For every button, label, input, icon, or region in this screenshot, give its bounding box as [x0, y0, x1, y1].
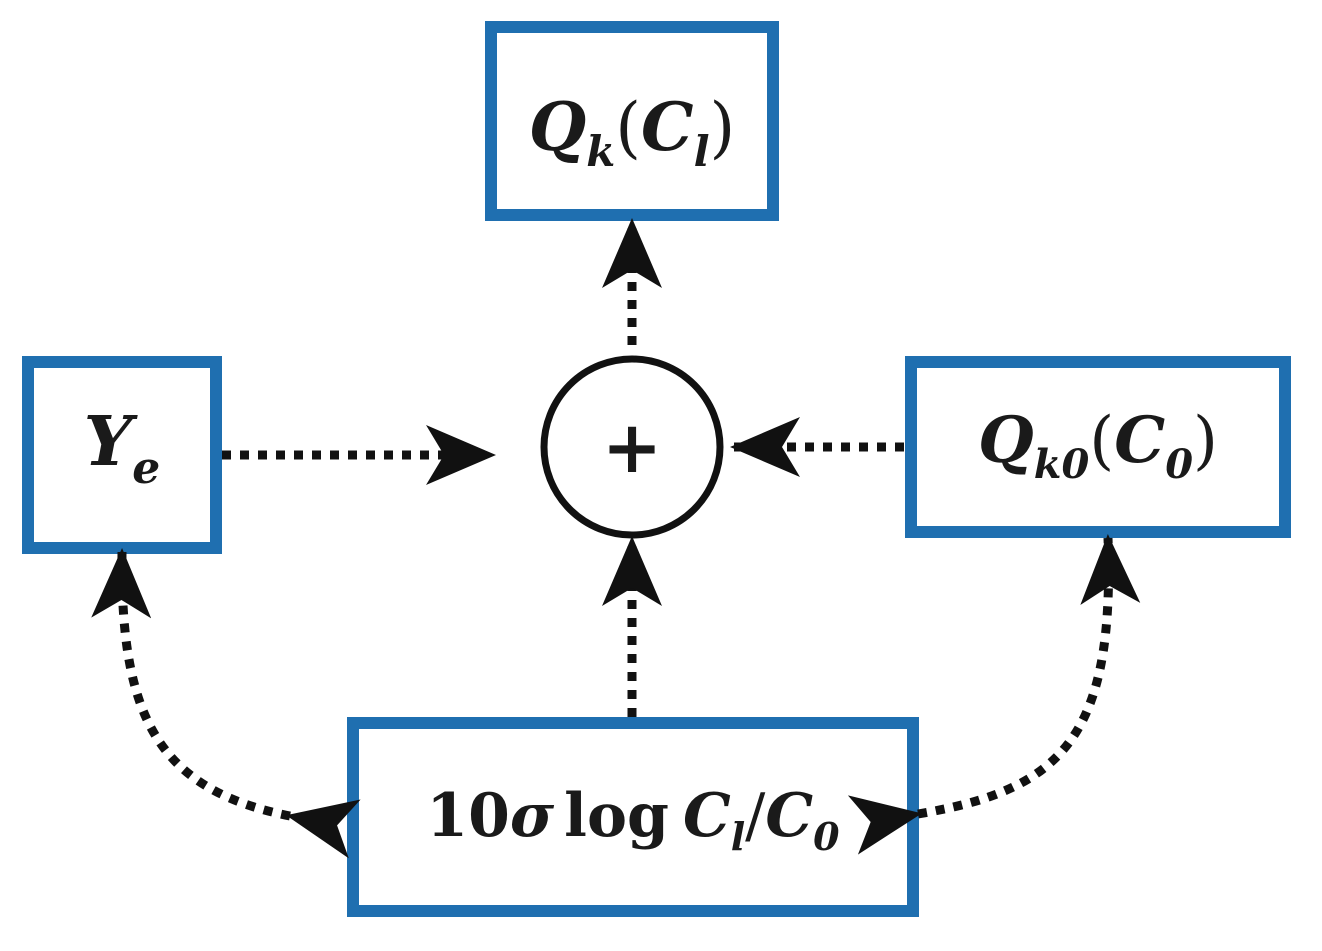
box-left	[22, 356, 222, 554]
summing-symbol: +	[602, 404, 662, 489]
box-right	[905, 356, 1291, 538]
label-left: Ye	[84, 402, 161, 494]
label-top: Qk(Cl)	[529, 88, 736, 176]
arrow-bottom-to-left	[91, 548, 361, 859]
summing-junction	[540, 355, 724, 539]
label-right: Qk0(C0)	[978, 403, 1218, 488]
box-top	[485, 21, 779, 221]
arrow-bottom-to-right	[847, 534, 1141, 855]
